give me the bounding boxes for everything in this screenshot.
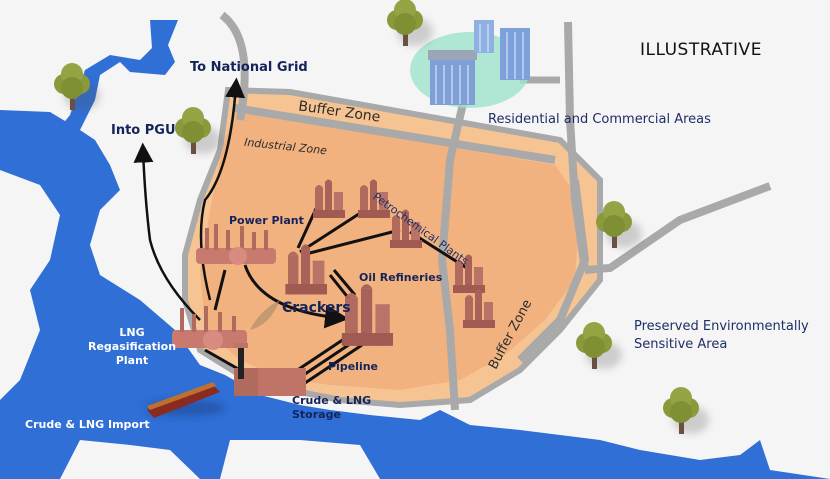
building-icon [428,20,530,105]
label-crackers: Crackers [282,300,351,316]
label-power-plant: Power Plant [229,214,304,227]
illustrative-title: ILLUSTRATIVE [640,40,762,60]
label-crude-lng-import: Crude & LNG Import [25,418,150,431]
lng-regas-plant-icon [172,300,280,350]
tanker-ship-icon [145,382,225,418]
label-lng-regas-plant: LNG Regasification Plant [88,326,177,367]
tree-icon [663,387,709,434]
label-to-national-grid: To National Grid [190,60,308,75]
power-plant-icon [196,224,276,265]
label-preserved-area: Preserved Environmentally Sensitive Area [634,319,809,352]
label-oil-refineries: Oil Refineries [359,271,443,284]
flow-arrow-icon [133,142,201,321]
label-into-pgu: Into PGU [111,123,176,138]
label-crude-lng-storage: Crude & LNG Storage [292,394,372,421]
tree-icon [576,322,622,369]
storage-tank-icon [234,343,306,396]
river [50,20,178,160]
tree-icon [387,0,433,46]
tree-icon [175,107,221,154]
label-pipeline: Pipeline [328,360,378,373]
label-residential-commercial: Residential and Commercial Areas [488,112,711,127]
